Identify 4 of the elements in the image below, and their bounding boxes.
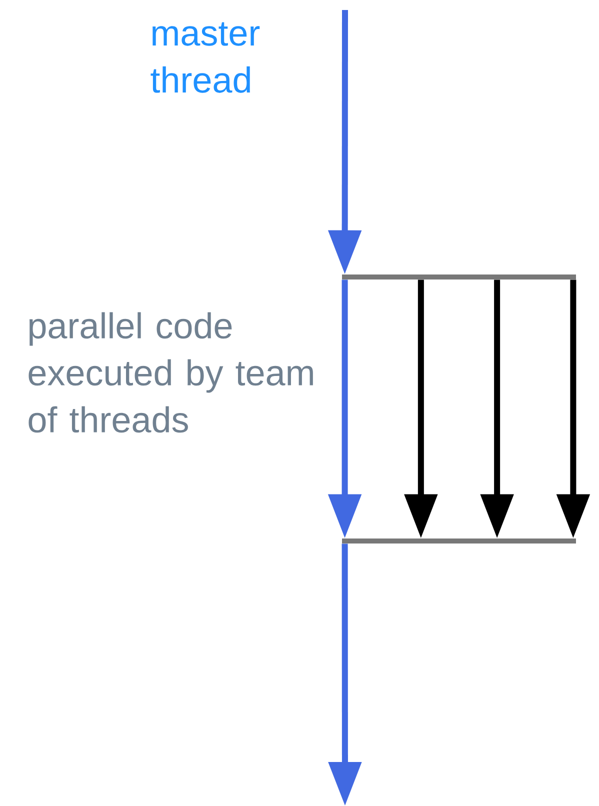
label-text: master thread: [150, 22, 260, 93]
label-text: parallel code executed by team of threads: [28, 312, 313, 433]
join-bar: [342, 538, 576, 544]
fork-bar: [342, 274, 576, 280]
